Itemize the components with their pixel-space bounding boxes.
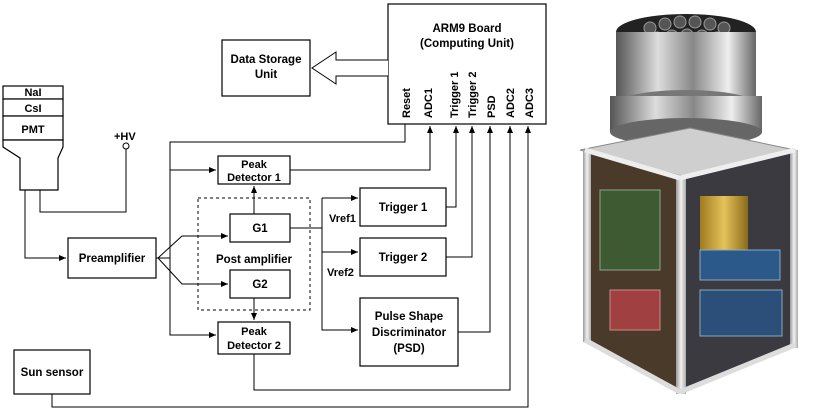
vref2-label: Vref2 xyxy=(327,267,354,279)
pmt-to-preamp-wire xyxy=(24,190,66,261)
data-storage-label-2: Unit xyxy=(255,69,278,81)
preamplifier: Preamplifier xyxy=(67,237,157,279)
detector-stack: NaI CsI PMT xyxy=(2,85,64,191)
trigger-2-label: Trigger 2 xyxy=(379,252,428,264)
psd-block: Pulse Shape Discriminator (PSD) xyxy=(359,297,459,367)
sun-sensor-to-adc3-wire xyxy=(51,126,531,408)
detector-assembly-photo xyxy=(579,14,798,395)
g2-label: G2 xyxy=(252,279,267,291)
peak-detector-2: Peak Detector 2 xyxy=(217,321,291,355)
port-trigger-2: Trigger 2 xyxy=(467,72,479,118)
trigger-2-block: Trigger 2 xyxy=(359,237,447,277)
port-trigger-1: Trigger 1 xyxy=(449,72,461,118)
to-peak-2-wire xyxy=(169,258,216,338)
trigger-1-block: Trigger 1 xyxy=(359,187,447,227)
hv-wire xyxy=(39,149,127,213)
trigger-2-to-board-wire xyxy=(446,126,475,258)
g1-label: G1 xyxy=(252,223,268,235)
trigger-1-label: Trigger 1 xyxy=(379,202,428,214)
peak-detector-1: Peak Detector 1 xyxy=(217,155,291,185)
peak-detector-1-label-1: Peak xyxy=(241,159,268,171)
port-reset: Reset xyxy=(401,88,413,118)
data-storage-unit: Data Storage Unit xyxy=(221,39,311,97)
psd-label-1: Pulse Shape xyxy=(375,311,443,323)
layer-nai: NaI xyxy=(24,87,41,99)
port-adc2: ADC2 xyxy=(505,88,517,118)
storage-arrow xyxy=(311,51,388,85)
peak-2-to-adc2-wire xyxy=(253,126,513,391)
g2-block: G2 xyxy=(229,269,291,299)
arm9-title: ARM9 Board xyxy=(432,23,501,35)
g1-to-psd-wire xyxy=(290,227,358,333)
reset-wire xyxy=(169,124,406,258)
hv-label: +HV xyxy=(114,131,136,143)
to-g1-wire xyxy=(157,233,228,259)
hv-terminal xyxy=(122,142,130,150)
layer-pmt: PMT xyxy=(21,124,45,136)
data-storage-label-1: Data Storage xyxy=(231,54,302,66)
to-g2-wire xyxy=(157,257,228,287)
trigger-1-to-board-wire xyxy=(446,126,459,208)
psd-to-board-wire xyxy=(458,126,493,333)
sun-sensor-label: Sun sensor xyxy=(21,367,84,379)
psd-label-3: (PSD) xyxy=(393,343,424,355)
peak-1-to-adc1-wire xyxy=(290,126,433,171)
port-adc1: ADC1 xyxy=(423,88,435,118)
peak-detector-2-label-2: Detector 2 xyxy=(227,340,281,352)
sun-sensor: Sun sensor xyxy=(13,349,91,395)
g1-block: G1 xyxy=(229,213,291,243)
peak-detector-2-label-1: Peak xyxy=(241,326,268,338)
preamplifier-label: Preamplifier xyxy=(79,253,146,265)
vref1-label: Vref1 xyxy=(329,213,356,225)
port-adc3: ADC3 xyxy=(524,88,536,118)
arm9-board: ARM9 Board (Computing Unit) Reset ADC1 T… xyxy=(387,3,547,125)
layer-csi: CsI xyxy=(24,103,41,115)
peak-detector-1-label-2: Detector 1 xyxy=(227,172,281,184)
psd-label-2: Discriminator xyxy=(372,327,447,339)
post-amplifier-label: Post amplifier xyxy=(216,254,293,266)
port-psd: PSD xyxy=(486,95,498,118)
arm9-subtitle: (Computing Unit) xyxy=(420,38,514,50)
